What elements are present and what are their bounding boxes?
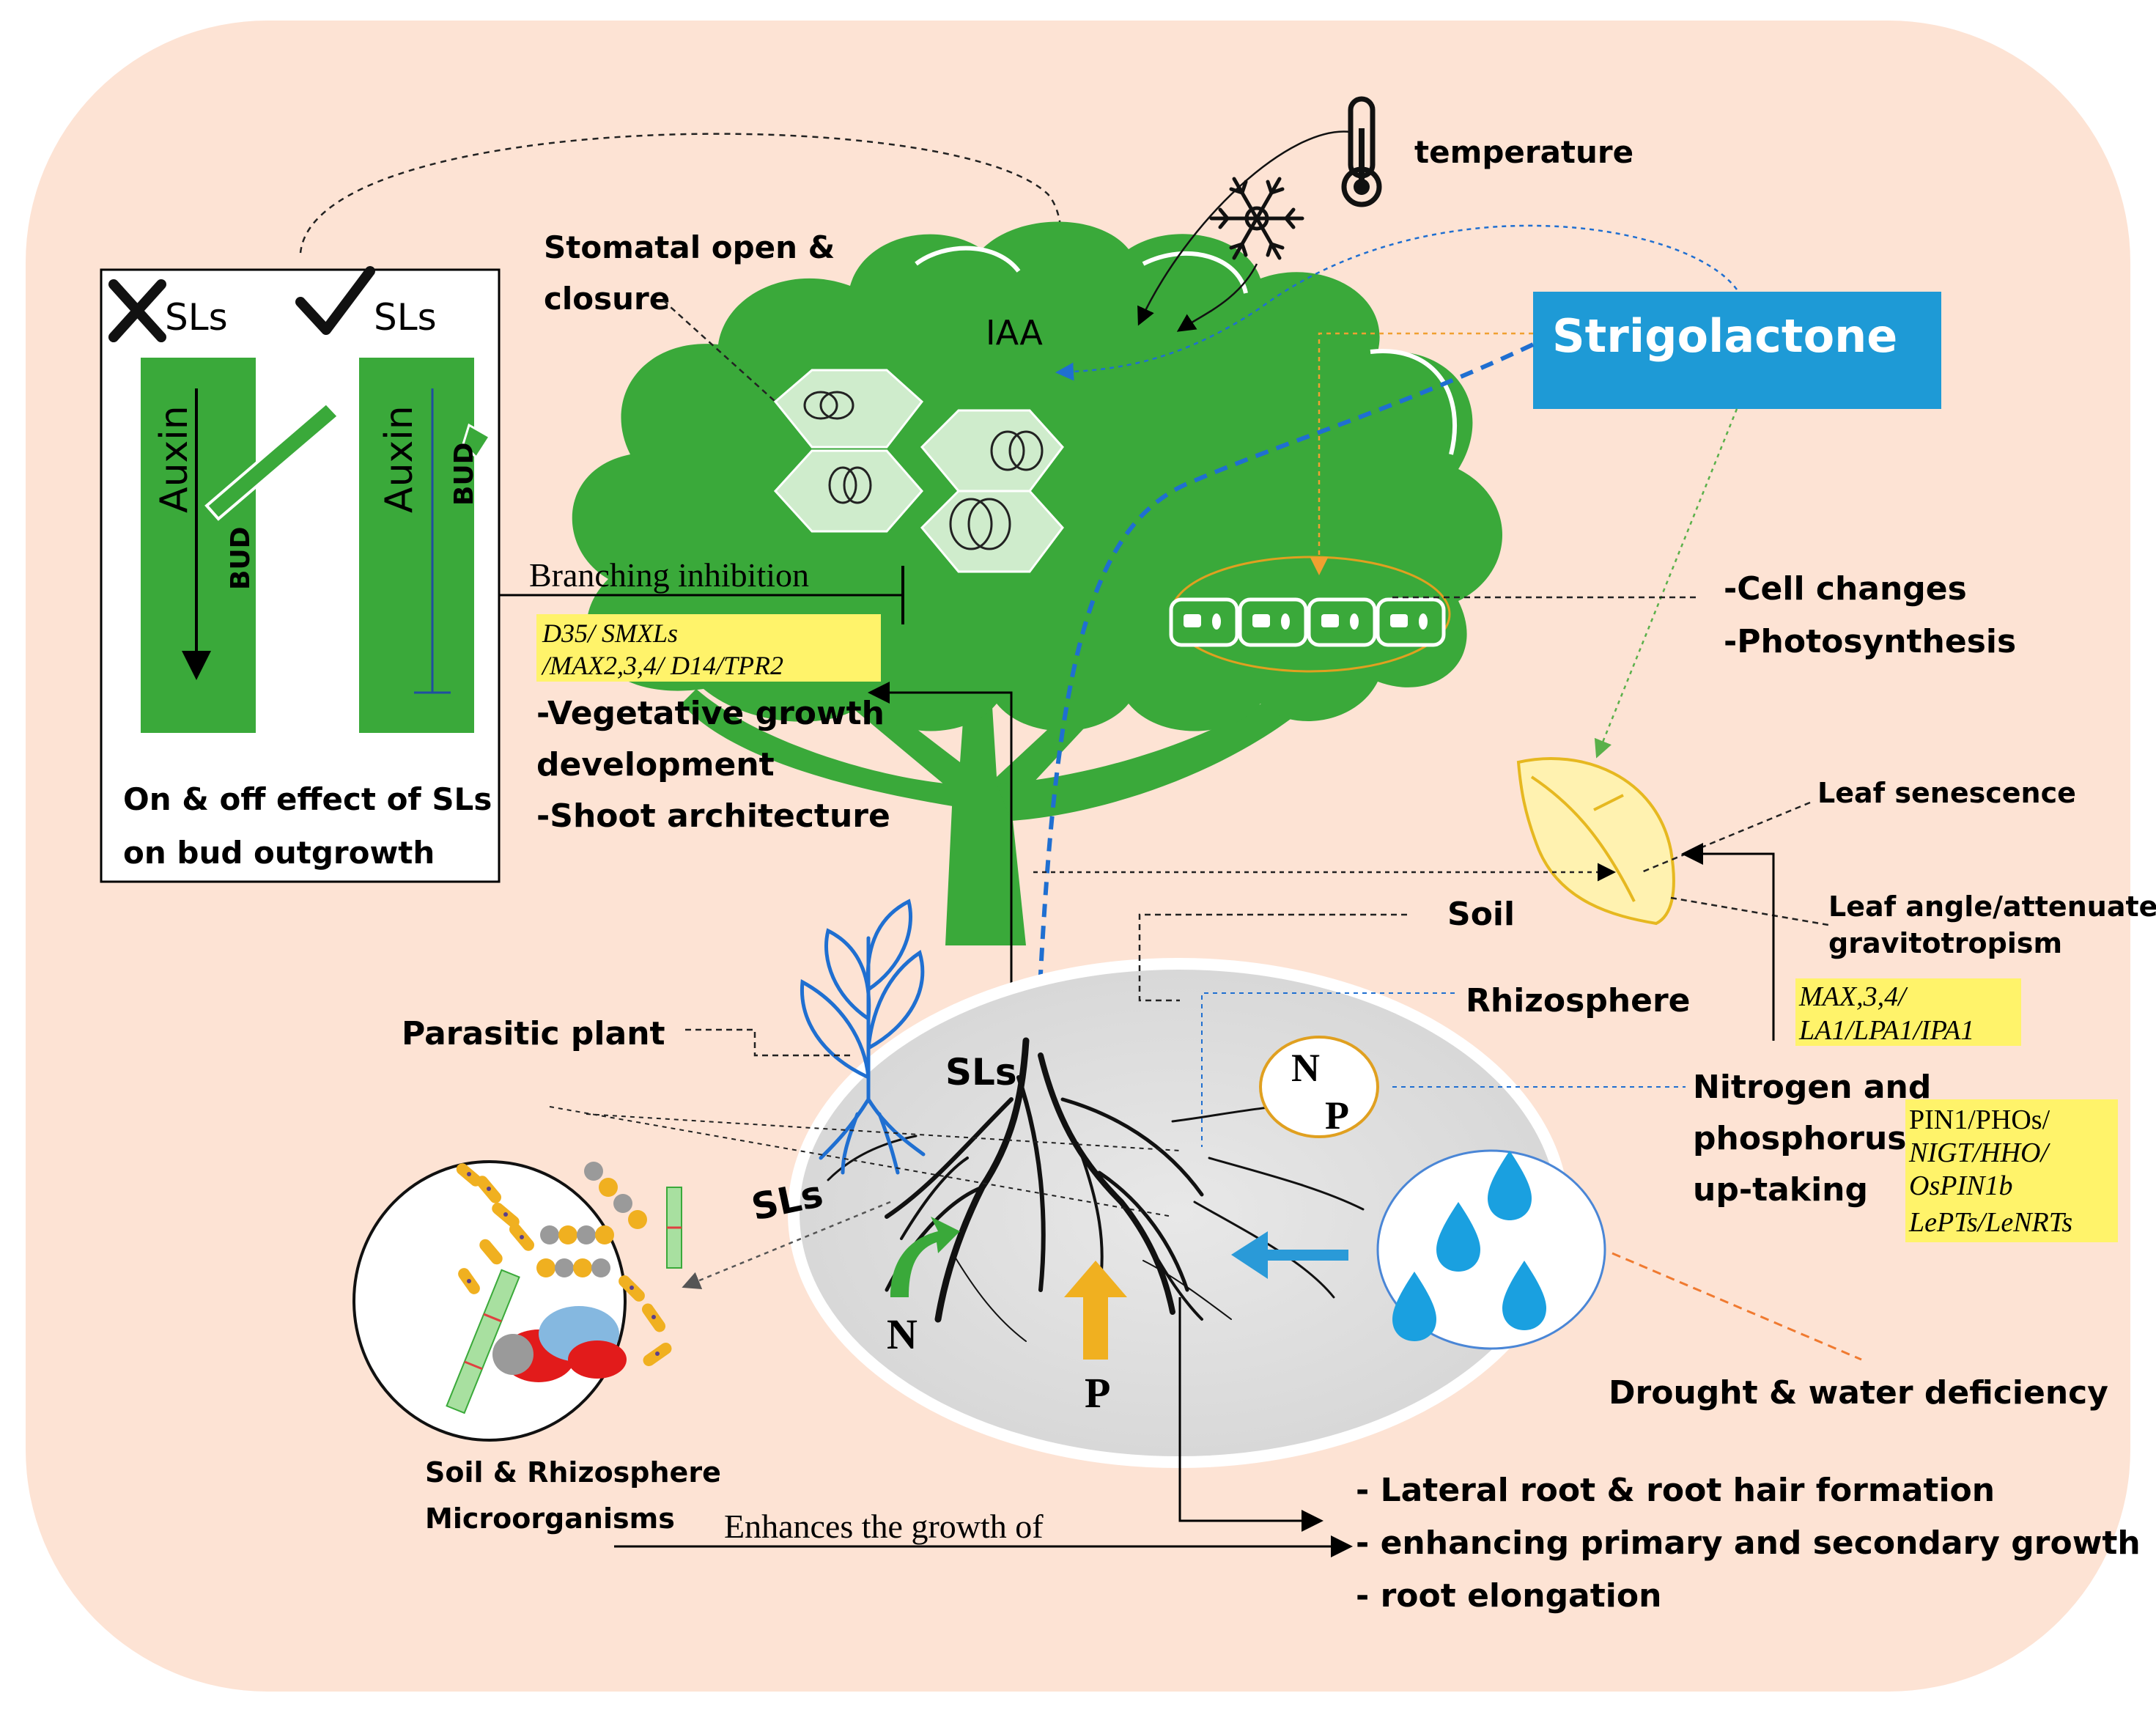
genes-branch-highlight <box>536 614 881 682</box>
rhizosphere-label: Rhizosphere <box>1466 982 1691 1019</box>
bud-right-label: BUD <box>449 442 479 506</box>
drought-label: Drought & water deficiency <box>1609 1374 2108 1412</box>
sl-root-dashed-link <box>1012 342 1535 1152</box>
auxin-right-label: Auxin <box>377 405 421 513</box>
n-uptake-arrow <box>890 1217 960 1297</box>
root-effect-2: - enhancing primary and secondary growth <box>1356 1524 2141 1562</box>
micro-label-line1: Soil & Rhizosphere <box>425 1456 721 1489</box>
leaf-angle-line1: Leaf angle/attenuate <box>1828 890 2156 923</box>
enhances-label: Enhances the growth of <box>724 1508 1044 1545</box>
strigolactone-label: Strigolactone <box>1552 309 1897 363</box>
check-icon <box>295 266 375 335</box>
cross-icon <box>108 279 166 342</box>
temperature-label: temperature <box>1414 134 1633 170</box>
nitrogen-line1: Nitrogen and <box>1693 1069 1931 1106</box>
sl-cells-dotted-link <box>1310 332 1533 575</box>
bud-caption-line2: on bud outgrowth <box>123 835 435 871</box>
photosynthesis-label: -Photosynthesis <box>1724 623 2016 660</box>
bud-right <box>462 423 492 460</box>
root-effect-3: - root elongation <box>1356 1577 1661 1615</box>
snowflake-icon <box>1209 177 1304 260</box>
bud-left-label: BUD <box>226 526 256 590</box>
soil-label: Soil <box>1447 896 1515 933</box>
np-n-label: N <box>1291 1046 1320 1090</box>
genes-np-line2: NIGT/HHO/ <box>1908 1137 2050 1168</box>
stem-right <box>359 358 474 733</box>
genes-np-highlight <box>1905 1099 2118 1242</box>
branching-inhibition-label: Branching inhibition <box>529 556 809 594</box>
stomatal-label-line1: Stomatal open & <box>544 229 835 265</box>
veg-growth-line2: development <box>536 746 775 783</box>
no-sls-label: SLs <box>165 296 228 339</box>
nitrogen-line2: phosphorus <box>1693 1120 1907 1157</box>
iaa-label: IAA <box>986 313 1043 353</box>
bud-iaa-dashed-link <box>299 133 1063 309</box>
water-arrow <box>1231 1231 1348 1279</box>
roots <box>827 1037 1365 1342</box>
parasitic-plant-label: Parasitic plant <box>402 1015 665 1052</box>
stomata-cells <box>773 369 1064 573</box>
water-drops-icon <box>1392 1151 1546 1341</box>
sl-leaf-dotted-link <box>1594 408 1738 759</box>
thermometer-icon <box>1341 96 1382 207</box>
root-effect-1: - Lateral root & root hair formation <box>1356 1472 1995 1509</box>
sls-label: SLs <box>374 296 437 339</box>
shoot-architecture-label: -Shoot architecture <box>536 797 890 835</box>
auxin-left-label: Auxin <box>152 405 196 513</box>
veg-growth-line1: -Vegetative growth <box>536 695 885 732</box>
temperature-arrow <box>1137 130 1351 326</box>
genes-leaf-line2: LA1/LPA1/IPA1 <box>1798 1015 1974 1046</box>
genes-branch-line2: /MAX2,3,4/ D14/TPR2 <box>541 651 783 680</box>
leaf-icon <box>1516 757 1675 926</box>
microorganisms <box>446 1162 682 1415</box>
leaf-senescence-label: Leaf senescence <box>1817 777 2076 809</box>
stomatal-label-line2: closure <box>544 281 670 317</box>
bud-outgrowth-box: SLs SLs Auxin BUD Auxin BUD On & off eff… <box>100 266 501 883</box>
cold-arrow <box>1176 263 1258 332</box>
sls-root-label: SLs <box>945 1051 1017 1093</box>
genes-np-line4: LePTs/LeNRTs <box>1908 1207 2072 1238</box>
bud-branch-left <box>204 401 341 521</box>
strigolactone-box <box>1533 292 1941 409</box>
arrow-p-label: P <box>1085 1369 1110 1417</box>
micro-label-line2: Microorganisms <box>425 1502 675 1535</box>
sl-iaa-dotted-link <box>1055 224 1738 381</box>
genes-leaf-line1: MAX,3,4/ <box>1798 981 1908 1012</box>
arrow-n-label: N <box>887 1310 918 1358</box>
water-circle <box>1376 1149 1606 1350</box>
genes-np-line1: PIN1/PHOs/ <box>1909 1104 2050 1135</box>
bud-caption-line1: On & off effect of SLs <box>123 781 492 817</box>
np-circle <box>1259 1036 1379 1138</box>
p-uptake-arrow <box>1064 1261 1127 1360</box>
genes-np-line3: OsPIN1b <box>1909 1170 2012 1201</box>
leaf-angle-line2: gravitotropism <box>1828 927 2062 959</box>
genes-leaf-highlight <box>1795 978 2021 1046</box>
genes-branch-line1: D35/ SMXLs <box>542 619 678 648</box>
nitrogen-line3: up-taking <box>1693 1171 1868 1209</box>
np-p-label: P <box>1325 1093 1349 1137</box>
cell-changes-label: -Cell changes <box>1724 570 1967 608</box>
photosynthesis-cells <box>1169 556 1451 673</box>
